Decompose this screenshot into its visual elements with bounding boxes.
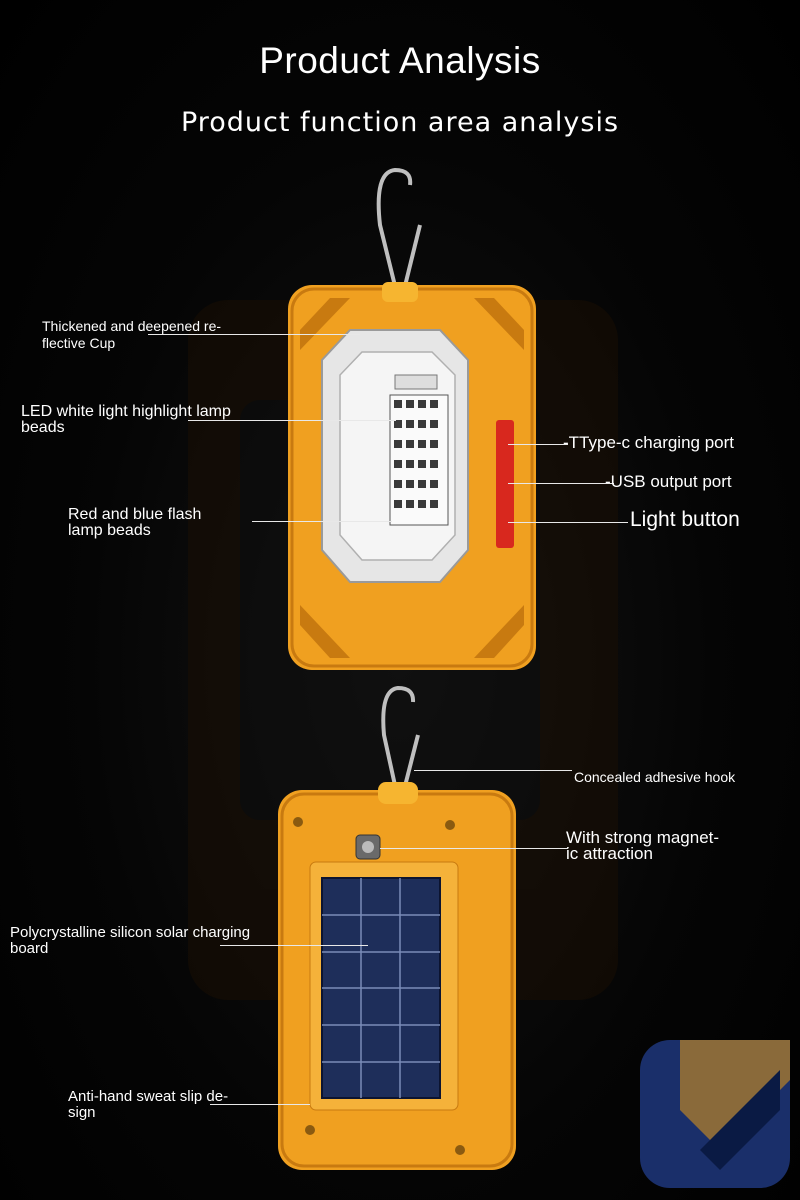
hook-icon — [376, 167, 413, 291]
label-flash-beads: Red and blue flash lamp beads — [68, 506, 202, 539]
leader-led-beads — [188, 420, 396, 421]
label-type-c: -TType-c charging port — [563, 433, 735, 452]
leader-type-c — [508, 444, 568, 445]
leader-hook — [414, 770, 572, 771]
bottom-lamp — [278, 685, 516, 1170]
label-led-beads: LED white light highlight lamp beads — [21, 403, 231, 436]
label-anti-slip: Anti-hand sweat slip de- sign — [68, 1088, 229, 1121]
brand-logo-icon — [640, 1040, 790, 1188]
red-flash-strip — [496, 420, 514, 548]
label-light-button: Light button — [630, 508, 740, 531]
label-magnet: With strong magnet- ic attraction — [566, 828, 720, 863]
leader-anti-slip — [210, 1104, 310, 1105]
led-beads — [394, 400, 438, 508]
page-title: Product Analysis — [259, 40, 541, 81]
leader-usb — [508, 483, 614, 484]
leader-solar-board — [220, 945, 368, 946]
label-solar-board: Polycrystalline silicon solar charging b… — [10, 924, 251, 957]
page-subtitle: Product function area analysis — [180, 107, 620, 138]
label-usb: -USB output port — [605, 472, 732, 491]
leader-magnet — [380, 848, 568, 849]
label-reflective-cup: Thickened and deepened re- flective Cup — [42, 318, 222, 351]
leader-flash-beads — [252, 521, 392, 522]
leader-reflective-cup — [148, 334, 360, 335]
label-hook: Concealed adhesive hook — [574, 769, 736, 785]
leader-light-button — [508, 522, 628, 523]
top-lamp — [288, 167, 536, 670]
